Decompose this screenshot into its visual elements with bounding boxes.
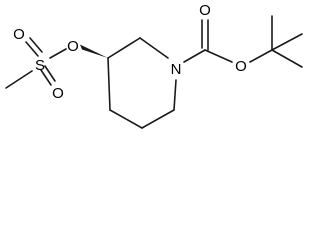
bond-o-s <box>49 48 67 59</box>
atom-o-sulfonyl-down: O <box>52 85 64 102</box>
chemical-structure: N O O O S O O <box>5 2 303 129</box>
atom-n1: N <box>171 61 182 78</box>
atom-o-sulfonyl-up: O <box>13 26 25 43</box>
bond-c3-o-wedge <box>80 44 108 58</box>
bond-ring-c5-c4 <box>109 109 143 129</box>
bond-ring-c3-c2 <box>107 37 141 59</box>
bond-tbu-c-me-down <box>271 49 303 68</box>
bond-n1-carbonyl-c <box>183 49 206 63</box>
bond-ring-c2-n1 <box>139 37 169 59</box>
bond-ring-n1-c6 <box>173 79 177 111</box>
atom-s: S <box>35 57 45 74</box>
bond-tbu-c-me-right <box>271 33 303 51</box>
bonds <box>5 15 303 129</box>
bond-s-methyl <box>5 70 33 89</box>
atom-o-ester: O <box>235 58 247 75</box>
atom-o-ether: O <box>67 38 79 55</box>
atom-labels: N O O O S O O <box>13 2 247 102</box>
bond-s-o-down-2 <box>44 65 56 82</box>
bond-s-o-up-1 <box>25 41 39 57</box>
bond-carbonyl-c-ester-o <box>204 49 233 63</box>
bond-ring-c4-c3 <box>107 57 111 111</box>
bond-ester-o-tbu-c <box>249 49 273 63</box>
atom-o-carbonyl: O <box>199 2 211 19</box>
bond-s-o-down-1 <box>40 69 52 86</box>
bond-ring-c6-c5 <box>141 109 175 129</box>
bond-s-o-up-2 <box>29 37 43 53</box>
